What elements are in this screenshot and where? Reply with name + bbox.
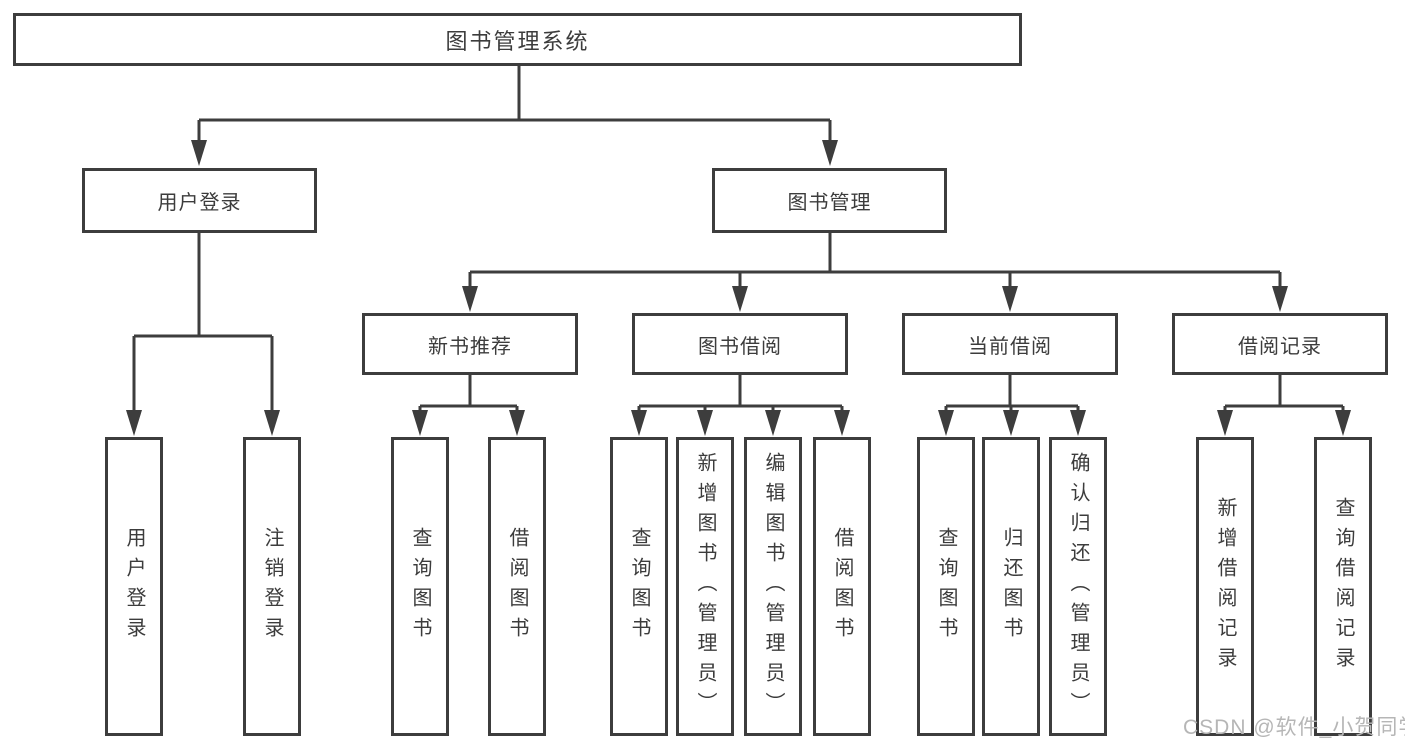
leaf-borrowing-borrow-books: 借阅图书 <box>813 437 871 736</box>
node-borrowing-records: 借阅记录 <box>1172 313 1388 375</box>
leaf-current-return-books: 归还图书 <box>982 437 1040 736</box>
leaf-borrowing-edit-books-admin: 编辑图书（管理员） <box>744 437 802 736</box>
arrowheads <box>126 140 1351 436</box>
watermark: CSDN @软件_小贺同学 <box>1183 716 1405 739</box>
leaf-current-confirm-return-admin: 确认归还（管理员） <box>1049 437 1107 736</box>
leaf-records-add-record: 新增借阅记录 <box>1196 437 1254 736</box>
leaf-recommend-borrow-books: 借阅图书 <box>488 437 546 736</box>
node-new-book-recommendation: 新书推荐 <box>362 313 578 375</box>
node-root: 图书管理系统 <box>13 13 1022 66</box>
leaf-current-query-books: 查询图书 <box>917 437 975 736</box>
leaf-recommend-query-books: 查询图书 <box>391 437 449 736</box>
leaf-borrowing-add-books-admin: 新增图书（管理员） <box>676 437 734 736</box>
node-user-login: 用户登录 <box>82 168 317 233</box>
leaf-records-query-record: 查询借阅记录 <box>1314 437 1372 736</box>
leaf-borrowing-query-books: 查询图书 <box>610 437 668 736</box>
leaf-logout: 注销登录 <box>243 437 301 736</box>
node-current-borrowing: 当前借阅 <box>902 313 1118 375</box>
node-book-borrowing: 图书借阅 <box>632 313 848 375</box>
leaf-user-login: 用户登录 <box>105 437 163 736</box>
node-book-management: 图书管理 <box>712 168 947 233</box>
